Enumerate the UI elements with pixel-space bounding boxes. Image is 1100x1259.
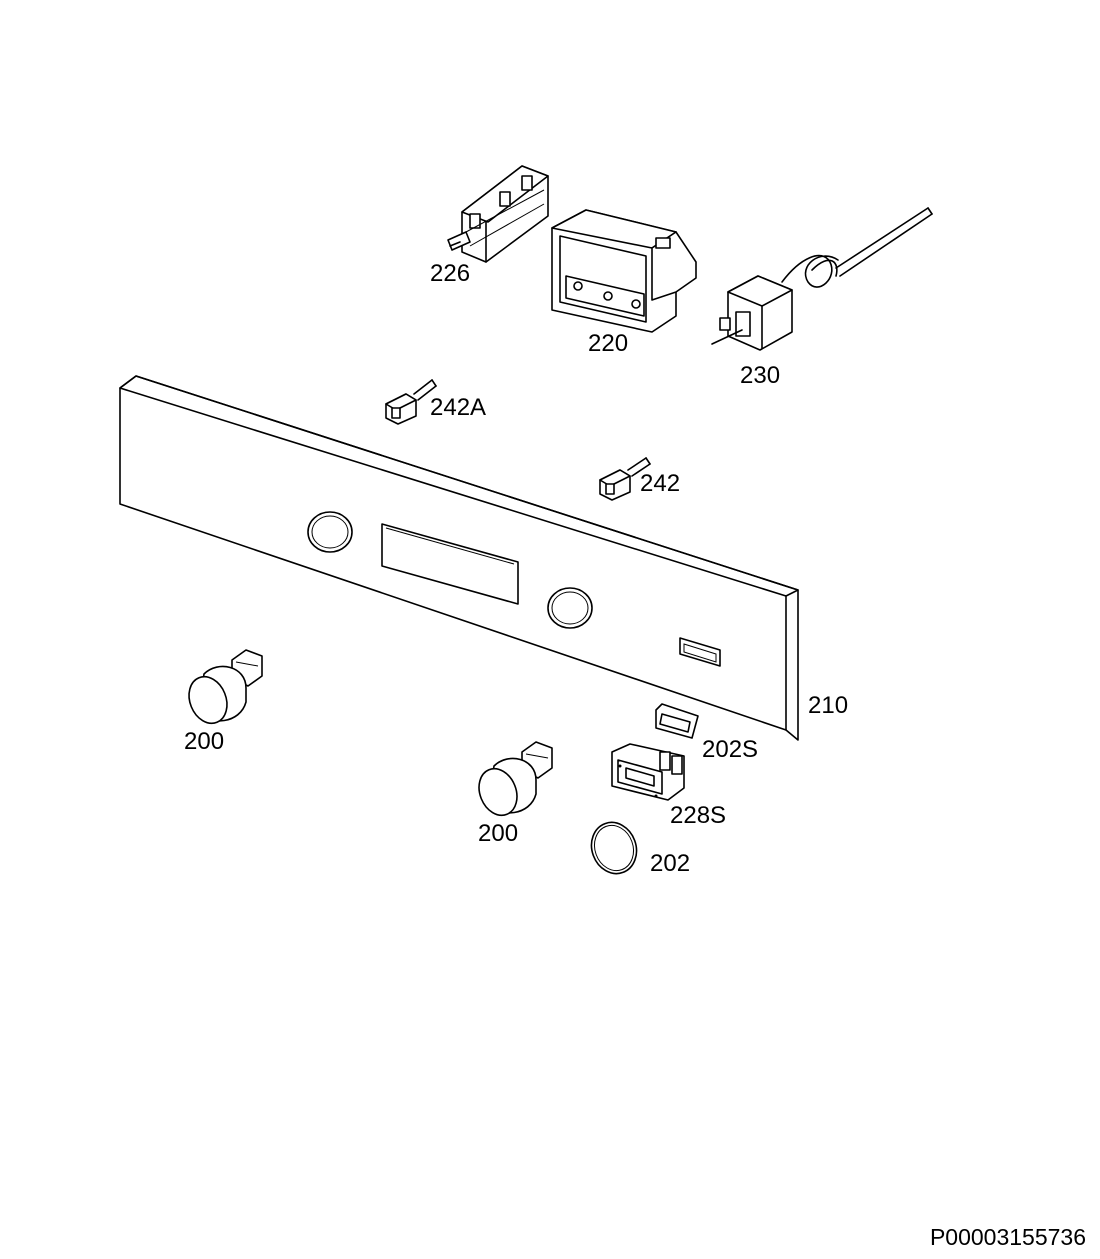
part-226-selector-switch [447, 165, 549, 263]
label-202: 202 [650, 850, 691, 877]
part-242-indicator-lamp [599, 457, 651, 501]
part-228S-push-switch [611, 743, 685, 801]
part-220-display-module [551, 209, 697, 333]
label-230: 230 [740, 362, 781, 389]
part-202-ring [590, 821, 638, 875]
part-202S-bezel [655, 703, 699, 739]
label-202S: 202S [702, 736, 759, 763]
label-200-left: 200 [184, 728, 225, 755]
label-220: 220 [588, 330, 629, 357]
label-242A: 242A [430, 394, 487, 421]
part-230-thermostat [711, 207, 933, 351]
label-228S: 228S [670, 802, 727, 829]
part-200-knob-left [188, 649, 263, 725]
part-210-control-panel [119, 375, 799, 741]
label-242: 242 [640, 470, 681, 497]
reference-code: P00003155736 [929, 1224, 1086, 1250]
label-200-right: 200 [478, 820, 519, 847]
part-242A-indicator-lamp [385, 379, 437, 425]
label-226: 226 [430, 260, 471, 287]
label-210: 210 [808, 692, 849, 719]
part-200-knob-right [478, 741, 553, 817]
